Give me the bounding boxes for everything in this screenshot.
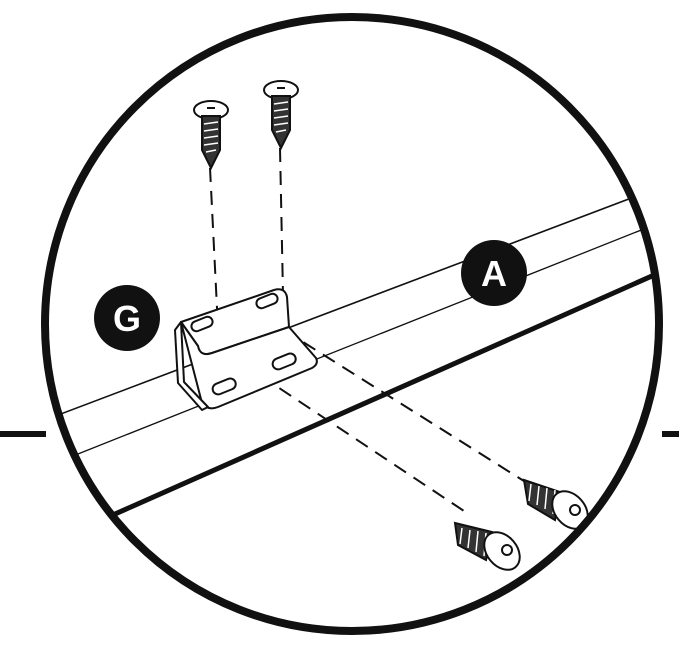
part-label-rail: A [461, 240, 527, 306]
detail-circle [41, 13, 663, 635]
part-label-rail-text: A [481, 253, 507, 294]
screw-icon-lower [453, 521, 521, 571]
part-label-bracket-text: G [113, 298, 141, 339]
screw-icon-upper [522, 478, 589, 530]
screw-icon-vertical-right [263, 80, 299, 151]
l-bracket-icon [174, 288, 318, 411]
part-label-bracket: G [94, 285, 160, 351]
screw-icon-vertical-left [193, 100, 229, 171]
